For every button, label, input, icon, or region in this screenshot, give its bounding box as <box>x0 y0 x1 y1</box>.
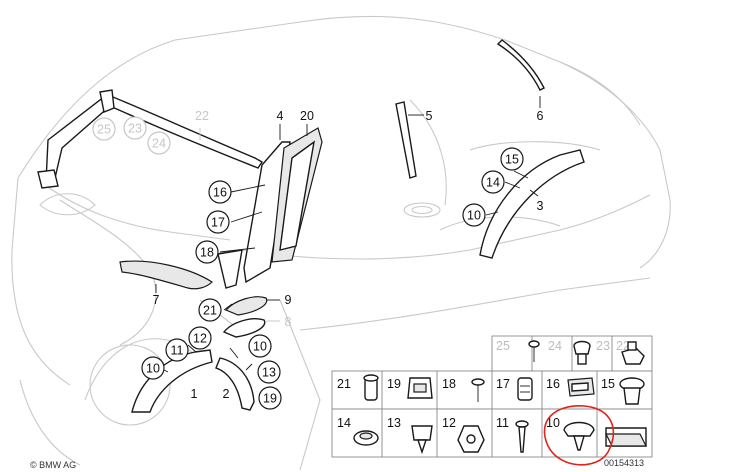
callout-18: 18 <box>195 240 219 264</box>
svg-text:25: 25 <box>97 123 111 137</box>
windshield-frame-part <box>37 89 263 189</box>
part-label-9: 9 <box>285 293 292 307</box>
fastener-15-expander <box>619 377 645 405</box>
grid-cell-25: 25 <box>496 339 510 353</box>
part-label-8: 8 <box>285 315 292 329</box>
a-pillar-trim-parts <box>217 124 323 289</box>
trim-strip-parts <box>395 39 545 179</box>
grid-cell-19: 19 <box>387 377 401 391</box>
svg-text:11: 11 <box>171 344 184 358</box>
fastener-14-grommet <box>353 430 379 446</box>
grid-cell-14: 14 <box>337 416 351 430</box>
grid-cell-22: 22 <box>616 339 630 353</box>
diagram-id-caption: 00154313 <box>604 458 644 468</box>
part-label-22: 22 <box>195 109 209 123</box>
fastener-18-screw <box>471 378 485 402</box>
svg-text:21: 21 <box>203 304 217 318</box>
callout-16: 16 <box>208 180 232 204</box>
grid-cell-15: 15 <box>601 377 615 391</box>
svg-text:23: 23 <box>128 122 142 136</box>
part-label-20: 20 <box>300 109 314 123</box>
svg-text:14: 14 <box>486 176 500 190</box>
callout-10-front: 10 <box>141 356 165 380</box>
svg-text:24: 24 <box>152 137 166 151</box>
front-grille-part <box>119 260 213 293</box>
callout-23: 23 <box>123 116 147 140</box>
fastener-grid: 25 24 23 22 21 19 18 17 16 15 14 13 12 1… <box>331 335 653 458</box>
svg-text:10: 10 <box>146 362 160 376</box>
trim-tape-part <box>605 427 647 447</box>
side-indicator-parts <box>222 296 280 338</box>
svg-text:16: 16 <box>213 186 227 200</box>
fastener-21-rivet <box>363 374 379 401</box>
grid-cell-10: 10 <box>546 416 560 430</box>
copyright-caption: © BMW AG <box>30 460 76 470</box>
grid-cell-16: 16 <box>546 377 560 391</box>
callout-13: 13 <box>257 360 281 384</box>
callout-12: 12 <box>188 326 212 350</box>
svg-text:10: 10 <box>467 209 481 223</box>
part-label-3: 3 <box>537 199 544 213</box>
part-label-7: 7 <box>153 293 160 307</box>
callout-25: 25 <box>92 117 116 141</box>
fastener-24-plug <box>573 340 591 365</box>
fastener-11-screw <box>515 420 529 453</box>
grid-cell-21: 21 <box>337 377 351 391</box>
callout-15: 15 <box>500 147 524 171</box>
part-label-2: 2 <box>223 387 230 401</box>
part-label-1: 1 <box>191 387 198 401</box>
part-label-5: 5 <box>426 109 433 123</box>
grid-cell-23: 23 <box>596 339 610 353</box>
fastener-12-nut <box>457 425 485 453</box>
svg-text:13: 13 <box>262 366 276 380</box>
grid-cell-13: 13 <box>387 416 401 430</box>
grid-cell-18: 18 <box>442 377 456 391</box>
svg-text:15: 15 <box>505 153 519 167</box>
callout-10-arch: 10 <box>248 334 272 358</box>
part-label-4: 4 <box>277 109 284 123</box>
callout-10-rear: 10 <box>462 203 486 227</box>
svg-text:18: 18 <box>200 246 214 260</box>
fastener-25-screw <box>528 340 540 362</box>
part-label-6: 6 <box>537 109 544 123</box>
callout-17: 17 <box>206 210 230 234</box>
highlight-circle <box>543 405 615 466</box>
callout-21: 21 <box>198 298 222 322</box>
fastener-13-clip <box>411 425 433 455</box>
rear-wheel-arch-part <box>479 149 585 259</box>
callout-11: 11 <box>165 338 189 362</box>
svg-text:12: 12 <box>193 332 207 346</box>
car-body-outline <box>11 15 671 471</box>
grid-cell-11: 11 <box>496 416 509 430</box>
fastener-10-clip <box>563 421 595 451</box>
svg-text:19: 19 <box>263 392 277 406</box>
fastener-22-clip <box>621 341 645 365</box>
callout-14: 14 <box>481 170 505 194</box>
callout-24: 24 <box>147 131 171 155</box>
fastener-17-clip <box>517 377 533 401</box>
grid-cell-17: 17 <box>496 377 510 391</box>
svg-text:10: 10 <box>253 340 267 354</box>
svg-text:17: 17 <box>211 216 225 230</box>
callout-19: 19 <box>258 386 282 410</box>
grid-cell-24: 24 <box>548 339 562 353</box>
fastener-16-grommet <box>567 377 595 397</box>
grid-cell-12: 12 <box>442 416 456 430</box>
fastener-19-nut <box>407 377 433 399</box>
